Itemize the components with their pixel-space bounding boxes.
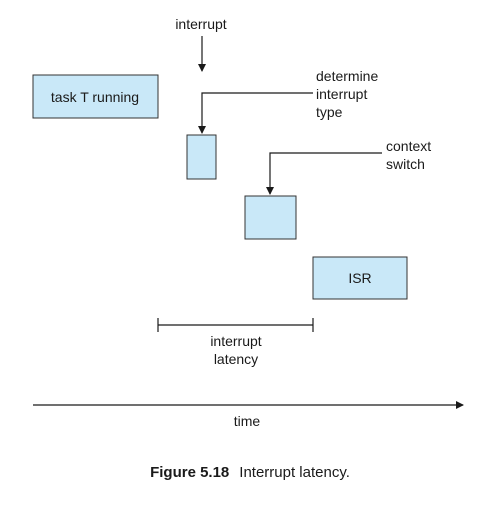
determine-label-line3: type [316, 104, 343, 120]
figure-caption: Figure 5.18 Interrupt latency. [150, 464, 350, 481]
task-running-box [32, 74, 159, 119]
figure-title: Interrupt latency. [239, 464, 350, 481]
context-switch-connector-arrow [266, 152, 382, 195]
isr-box [312, 256, 408, 300]
determine-type-box [186, 134, 217, 180]
determine-label-line2: interrupt [316, 86, 367, 102]
context-switch-box [244, 195, 297, 240]
figure-number: Figure 5.18 [150, 464, 229, 481]
isr-label: ISR [348, 270, 371, 286]
latency-label-line1: interrupt [210, 333, 261, 349]
determine-label-line1: determine [316, 68, 378, 84]
interrupt-label: interrupt [175, 16, 226, 32]
determine-connector-arrow [198, 92, 313, 134]
context-switch-label-line1: context [386, 138, 431, 154]
latency-label-line2: latency [214, 351, 258, 367]
context-switch-label-line2: switch [386, 156, 425, 172]
task-running-label: task T running [51, 89, 139, 105]
time-label: time [234, 413, 261, 429]
latency-bracket [157, 318, 314, 332]
